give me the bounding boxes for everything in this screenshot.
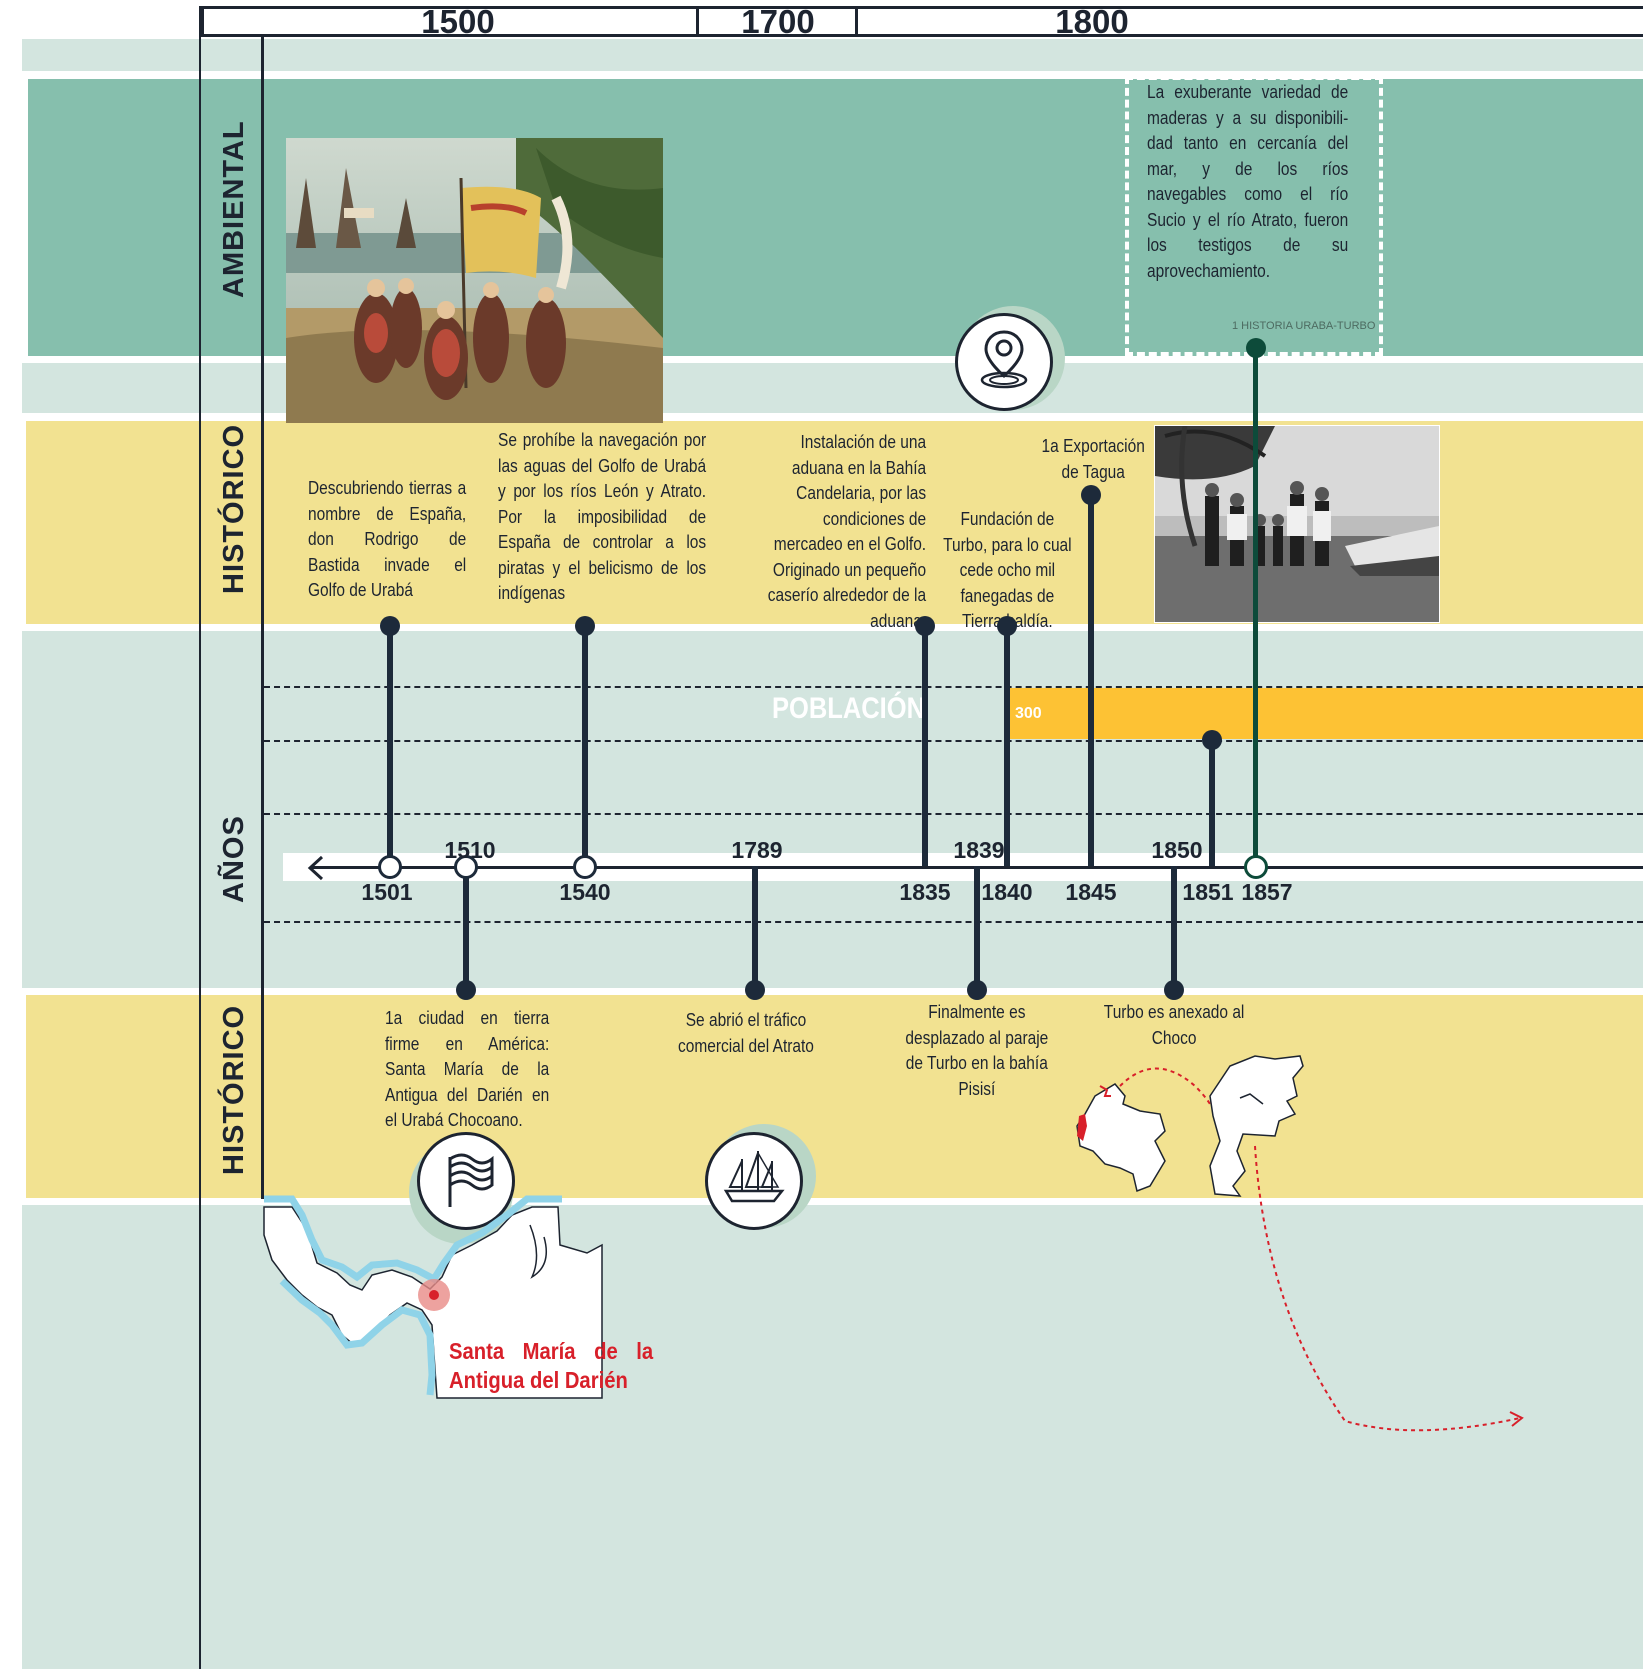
connector-1850	[1171, 866, 1177, 990]
guide-dash-2	[264, 740, 1643, 742]
guide-dash-3	[264, 813, 1643, 815]
event-text-1540: Se prohíbe la navegación por las aguas d…	[498, 430, 707, 603]
population-value: 300	[1015, 705, 1042, 722]
event-text-1839: Finalmente es desplazado al paraje de Tu…	[905, 1002, 1049, 1099]
band-anos	[22, 631, 1643, 988]
population-label: POBLACIÓN	[772, 692, 925, 725]
event-text-1510: 1a ciudad en tierra firme en América: Sa…	[385, 1008, 550, 1130]
connector-1851	[1209, 740, 1215, 866]
year-label-1501: 1501	[361, 879, 413, 905]
century-label-1800: 1800	[1055, 3, 1129, 40]
dot-top-1857	[1246, 338, 1266, 358]
axis-ring-1501	[378, 855, 402, 879]
year-label-1839: 1839	[953, 837, 1005, 863]
year-label-1850: 1850	[1151, 837, 1203, 863]
connector-1839	[974, 866, 980, 990]
dot-top-1840	[997, 616, 1017, 636]
century-divider	[855, 6, 858, 37]
connector-1857	[1253, 348, 1258, 866]
band-historico-bottom	[26, 995, 1643, 1198]
darien-map-label: Santa María de la Antigua del Darién	[449, 1338, 654, 1393]
connector-1501	[387, 626, 393, 866]
dot-top-1540	[575, 616, 595, 636]
timeline-arrow-icon	[306, 855, 326, 886]
year-label-1789: 1789	[731, 837, 783, 863]
century-header	[201, 6, 1643, 37]
guide-dash-4	[264, 921, 1643, 923]
dot-bottom-1839	[967, 980, 987, 1000]
year-label-1851: 1851	[1182, 879, 1234, 905]
frame-line-inner	[261, 37, 264, 1199]
connector-1835	[922, 626, 928, 866]
axis-ring-1540	[573, 855, 597, 879]
dot-top-1501	[380, 616, 400, 636]
century-divider	[696, 6, 699, 37]
darien-map	[262, 1185, 607, 1405]
axis-ring-1857	[1244, 855, 1268, 879]
colombia-map	[1065, 1055, 1524, 1506]
painting-image	[286, 138, 663, 423]
frame-line-left	[199, 6, 201, 1669]
row-label-anos: AÑOS	[218, 815, 250, 903]
connector-1845	[1088, 495, 1094, 866]
dot-top-1835	[915, 616, 935, 636]
year-label-1840: 1840	[981, 879, 1033, 905]
century-label-1500: 1500	[421, 3, 495, 40]
band-light-2	[22, 363, 1643, 413]
event-text-1840: Fundación de Turbo, para lo cual cede oc…	[943, 509, 1072, 631]
event-text-1850: Turbo es anexado al Choco	[1103, 1002, 1245, 1048]
historic-photo	[1154, 425, 1440, 623]
connector-1789	[752, 866, 758, 990]
location-pin-icon	[955, 313, 1053, 411]
row-label-historico-bottom: HISTÓRICO	[218, 1004, 250, 1175]
sailboat-icon	[705, 1132, 803, 1230]
event-text-1789: Se abrió el tráfico comercial del Atrato	[677, 1010, 814, 1056]
axis-ring-1510	[454, 855, 478, 879]
guide-dash-1	[264, 686, 1643, 688]
band-ambiental	[28, 79, 1643, 356]
year-label-1857: 1857	[1241, 879, 1293, 905]
year-label-1540: 1540	[559, 879, 611, 905]
connector-1510	[463, 866, 469, 990]
dot-top-1851	[1202, 730, 1222, 750]
dot-bottom-1850	[1164, 980, 1184, 1000]
event-text-1501: Descubriendo tierras a nombre de España,…	[308, 478, 467, 600]
dot-bottom-1789	[745, 980, 765, 1000]
century-label-1700: 1700	[741, 3, 815, 40]
ambiental-note-source: 1 HISTORIA URABA-TURBO	[1232, 320, 1376, 332]
connector-1540	[582, 626, 588, 866]
flag-icon	[417, 1132, 515, 1230]
connector-1840	[1004, 626, 1010, 866]
dot-bottom-1510	[456, 980, 476, 1000]
event-text-1835: Instalación de una aduana en la Bahía Ca…	[767, 432, 927, 631]
population-bar	[1008, 688, 1643, 739]
event-text-1845: 1a Exportación de Tagua	[1041, 436, 1145, 482]
ambiental-note-text: La exuberante variedad de maderas y a su…	[1147, 82, 1349, 281]
dot-top-1845	[1081, 485, 1101, 505]
year-label-1835: 1835	[899, 879, 951, 905]
year-label-1510: 1510	[444, 837, 496, 863]
row-label-ambiental: AMBIENTAL	[218, 120, 250, 298]
band-top-light	[22, 39, 1643, 71]
row-label-historico-top: HISTÓRICO	[218, 423, 250, 594]
year-label-1845: 1845	[1065, 879, 1117, 905]
